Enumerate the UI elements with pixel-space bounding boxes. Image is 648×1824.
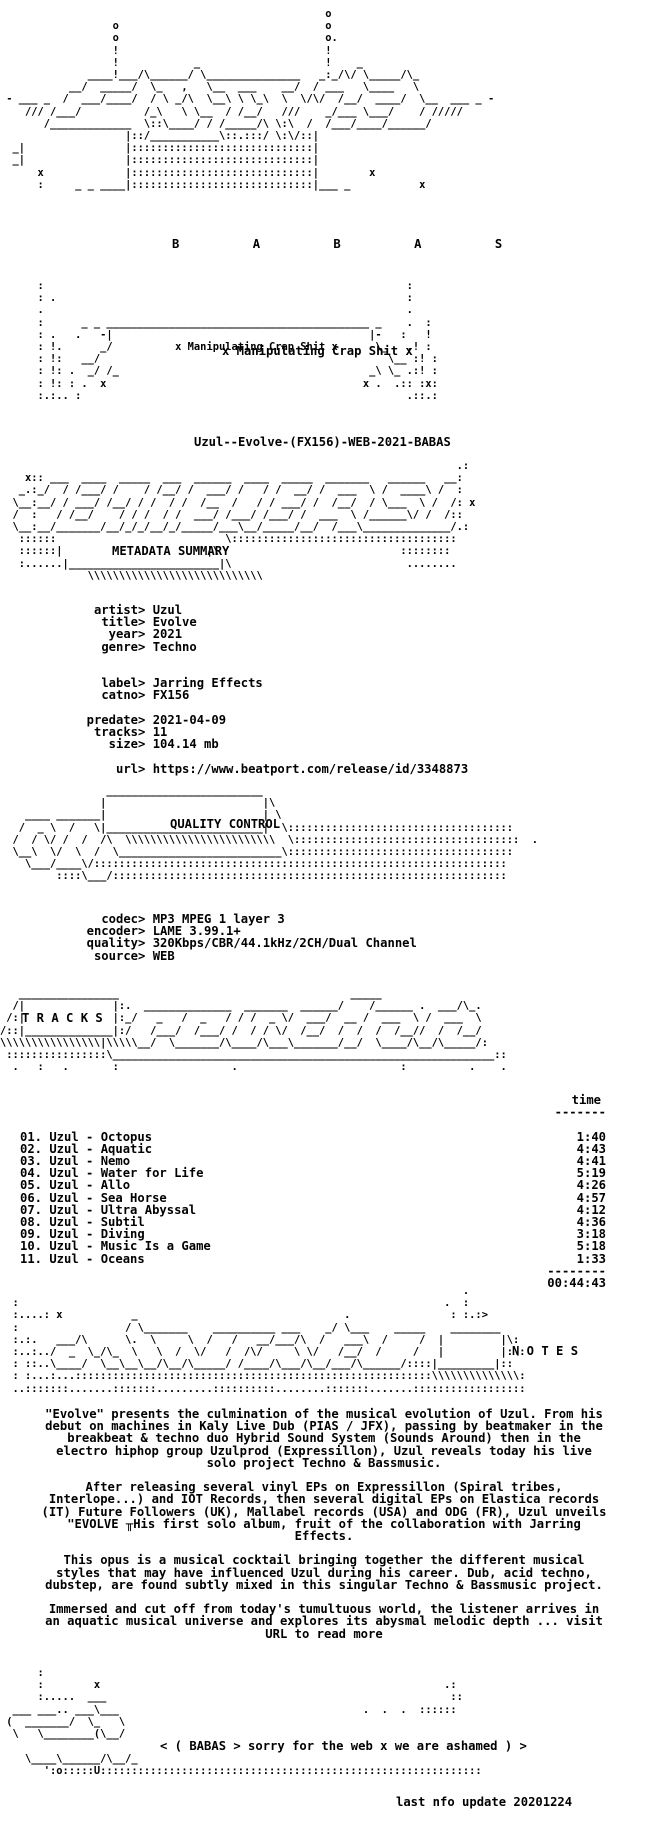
tracklist-header-rule: ------- <box>20 1106 606 1118</box>
meta-value: > Techno <box>138 639 197 654</box>
meta-value: > 11 <box>138 724 168 739</box>
notes-paragraph: This opus is a musical cocktail bringing… <box>45 1553 603 1592</box>
notes-banner-art: . : . : :....: x _ . : :.:> : / \_______… <box>12 1285 526 1395</box>
meta-key: tracks <box>93 724 138 739</box>
meta-key: url <box>115 761 138 776</box>
meta-value: > 2021 <box>138 627 183 642</box>
footer-ascii-art: : : x .: :..... ___ :: ___ ___.. ___\___ <box>6 1667 463 1741</box>
quality-value: > LAME 3.99.1+ <box>138 924 241 939</box>
tracklist-header-row: time <box>20 1094 606 1106</box>
meta-key: catno <box>101 688 138 703</box>
meta-value: > Jarring Effects <box>138 676 263 691</box>
meta-key: genre <box>101 639 138 654</box>
track-time: 1:40 <box>576 1129 606 1144</box>
meta-value: > Uzul <box>138 603 183 617</box>
notes-section-title: N O T E S <box>512 1344 579 1358</box>
meta-value: > Evolve <box>138 615 197 630</box>
footer-ascii-base: \____\______/\__/_ ':o:::::U::::::::::::… <box>25 1753 482 1778</box>
track-time: 4:41 <box>576 1154 606 1168</box>
quality-key: encoder <box>86 924 138 939</box>
meta-key: year <box>108 627 138 642</box>
tracks-banner-art: ________________ _____ /| |:. __________… <box>0 988 507 1074</box>
track-title: 01. Uzul - Octopus <box>20 1129 153 1144</box>
meta-key: predate <box>86 712 138 727</box>
track-title: 03. Uzul - Nemo <box>20 1154 131 1168</box>
metadata-section-title: METADATA SUMMARY <box>112 544 230 558</box>
metadata-banner-art: .: x:: ___ ____ _____ ___ ______ ____ __… <box>12 460 476 582</box>
track-time: 5:19 <box>576 1166 606 1181</box>
release-name: Uzul--Evolve-(FX156)-WEB-2021-BABAS <box>194 435 451 449</box>
footer-banner: < ( BABAS > sorry for the web x we are a… <box>160 1739 527 1753</box>
total-rule: -------- <box>547 1263 606 1278</box>
quality-list: codec> MP3 MPEG 1 layer 3 encoder> LAME … <box>18 913 438 962</box>
track-row: 09. Uzul - Diving 3:18 <box>20 1228 606 1240</box>
track-title: 06. Uzul - Sea Horse <box>20 1190 167 1205</box>
notes-paragraph: After releasing several vinyl EPs on Exp… <box>41 1480 607 1544</box>
track-row: 11. Uzul - Oceans 1:33 <box>20 1251 606 1266</box>
track-title: 10. Uzul - Music Is a Game <box>20 1239 211 1254</box>
total-time: 00:44:43 <box>547 1276 606 1291</box>
track-row: 02. Uzul - Aquatic 4:43 <box>20 1143 606 1155</box>
track-time: 4:12 <box>576 1202 606 1217</box>
track-time: 4:26 <box>576 1178 606 1193</box>
track-title: 04. Uzul - Water for Life <box>20 1166 204 1181</box>
track-title: 05. Uzul - Allo <box>20 1178 131 1193</box>
meta-value: > 2021-04-09 <box>138 712 227 727</box>
time-rule: ------- <box>554 1105 606 1120</box>
notes-paragraph: "Evolve" presents the culmination of the… <box>45 1407 603 1470</box>
total-rule-row: -------- <box>20 1265 606 1277</box>
quality-section-title: QUALITY CONTROL <box>170 817 281 831</box>
track-title: 02. Uzul - Aquatic <box>20 1141 153 1156</box>
tracklist: time ------- 01. Uzul - Octopus 1:40 02. … <box>20 1094 606 1289</box>
logo-ascii-frame: : : : . : . . <box>37 280 438 402</box>
quality-value: > MP3 MPEG 1 layer 3 <box>138 912 285 926</box>
track-time: 4:36 <box>576 1215 606 1230</box>
quality-banner-art: _________________________ | |\ ____ ____… <box>12 785 539 883</box>
track-time: 4:57 <box>576 1190 606 1205</box>
last-update: last nfo update 20201224 <box>396 1795 573 1809</box>
quality-key: codec <box>101 912 138 926</box>
track-row: 07. Uzul - Ultra Abyssal 4:12 <box>20 1204 606 1216</box>
quality-value: > WEB <box>138 948 175 963</box>
total-row: 00:44:43 <box>20 1277 606 1289</box>
track-time: 3:18 <box>576 1227 606 1242</box>
metadata-list: artist> Uzul title> Evolve year> 2021 ge… <box>18 603 469 776</box>
quality-key: source <box>93 948 138 963</box>
logo-tagline: x Manipulating Crap Shit x <box>222 344 413 358</box>
meta-value: > 104.14 mb <box>138 737 219 752</box>
meta-key: title <box>101 615 138 630</box>
track-row: 08. Uzul - Subtil 4:36 <box>20 1216 606 1228</box>
track-title: 11. Uzul - Oceans <box>20 1251 145 1266</box>
track-row: 06. Uzul - Sea Horse 4:57 <box>20 1190 606 1205</box>
track-title: 08. Uzul - Subtil <box>20 1215 145 1230</box>
time-column-header: time <box>571 1093 601 1107</box>
tracks-section-title: T R A C K S <box>22 1011 103 1025</box>
track-time: 1:33 <box>576 1251 606 1266</box>
meta-key: size <box>108 737 138 752</box>
track-time: 5:18 <box>576 1239 606 1254</box>
track-row: 01. Uzul - Octopus 1:40 <box>20 1129 606 1144</box>
track-row: 05. Uzul - Allo 4:26 <box>20 1179 606 1191</box>
release-notes: "Evolve" presents the culmination of the… <box>40 1408 608 1652</box>
meta-value: > FX156 <box>138 688 190 703</box>
notes-paragraph: Immersed and cut off from today's tumult… <box>45 1602 603 1641</box>
meta-value: > https://www.beatport.com/release/id/33… <box>138 761 469 776</box>
track-title: 09. Uzul - Diving <box>20 1227 145 1242</box>
track-row: 04. Uzul - Water for Life 5:19 <box>20 1167 606 1179</box>
logo-ascii-art: o o o o o. ! ! ! _ <box>6 8 495 191</box>
track-row: 03. Uzul - Nemo 4:41 <box>20 1155 606 1167</box>
meta-key: label <box>101 676 138 691</box>
quality-value: > 320Kbps/CBR/44.1kHz/2CH/Dual Channel <box>138 936 417 951</box>
track-title: 07. Uzul - Ultra Abyssal <box>20 1202 197 1217</box>
track-time: 4:43 <box>576 1141 606 1156</box>
track-row: 10. Uzul - Music Is a Game 5:18 <box>20 1240 606 1252</box>
quality-key: quality <box>86 936 138 951</box>
meta-key: artist <box>93 603 138 617</box>
group-letters: B A B A S <box>172 237 503 251</box>
